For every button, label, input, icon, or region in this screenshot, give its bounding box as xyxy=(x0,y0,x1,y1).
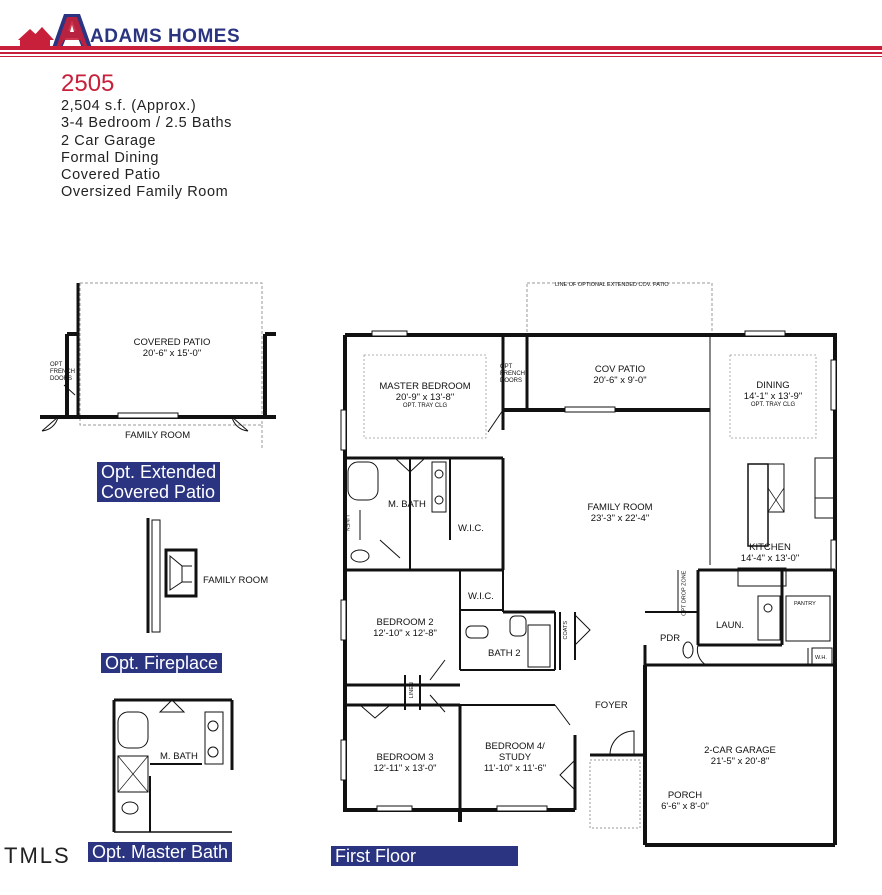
room-dim: 6'-6" x 8'-0" xyxy=(661,801,709,812)
note-line: FRENCH xyxy=(50,369,75,375)
master-bedroom-label: MASTER BEDROOM 20'-9" x 13'-8" OPT. TRAY… xyxy=(372,381,478,410)
family-room-label: FAMILY ROOM 23'-3" x 22'-4" xyxy=(570,502,670,524)
note-line: DOORS xyxy=(500,378,523,384)
porch-label: PORCH 6'-6" x 8'-0" xyxy=(650,790,720,812)
bedroom2-label: BEDROOM 2 12'-10" x 12'-8" xyxy=(360,617,450,639)
linen-master-label: LINEN xyxy=(343,515,350,532)
extended-patio-line-label: LINE OF OPTIONAL EXTENDED COV. PATIO xyxy=(555,282,669,288)
note-line: OPT xyxy=(50,362,63,368)
room-name: FAMILY ROOM xyxy=(587,502,653,513)
room-name: COV PATIO xyxy=(594,364,646,375)
feature-list: 2,504 s.f. (Approx.) 3-4 Bedroom / 2.5 B… xyxy=(61,98,232,202)
room-name: 2-CAR GARAGE xyxy=(704,745,776,756)
bedroom3-label: BEDROOM 3 12'-11" x 13'-0" xyxy=(360,752,450,774)
room-dim: 20'-6" x 9'-0" xyxy=(593,375,647,386)
adams-homes-logo xyxy=(0,14,882,57)
garage-label: 2-CAR GARAGE 21'-5" x 20'-8" xyxy=(700,745,780,767)
opt-french-doors-label: OPT FRENCH DOORS xyxy=(50,362,75,383)
opt-french-doors-floor-label: OPT FRENCH DOORS xyxy=(500,364,525,385)
room-name: BEDROOM 2 xyxy=(376,617,434,628)
banner-line: Covered Patio xyxy=(101,482,216,502)
wic-bed2-label: W.I.C. xyxy=(468,591,494,602)
room-name: BEDROOM 3 xyxy=(376,752,434,763)
feature-item: Formal Dining xyxy=(61,149,160,166)
opt-fireplace-family-room-label: FAMILY ROOM xyxy=(203,575,269,586)
note-line: OPT xyxy=(500,364,513,370)
room-name: MASTER BEDROOM xyxy=(379,381,471,392)
opt-patio-family-room-label: FAMILY ROOM xyxy=(125,430,191,441)
note-line: FRENCH xyxy=(500,371,525,377)
room-dim: 14'-4" x 13'-0" xyxy=(740,553,800,564)
room-dim: 20'-6" x 15'-0" xyxy=(142,348,202,359)
feature-item: 2,504 s.f. (Approx.) xyxy=(61,98,197,114)
feature-item: 2 Car Garage xyxy=(61,132,157,149)
room-name: DINING xyxy=(756,380,790,391)
room-name: COVERED PATIO xyxy=(133,337,211,348)
room-dim: 12'-10" x 12'-8" xyxy=(373,628,437,639)
room-name: KITCHEN xyxy=(749,542,791,553)
opt-covered-patio-label: COVERED PATIO 20'-6" x 15'-0" xyxy=(120,337,224,359)
feature-item: Covered Patio xyxy=(61,167,161,184)
linen-hall-label: LINEN xyxy=(408,682,415,699)
room-name: STUDY xyxy=(498,752,532,763)
master-bath-label: M. BATH xyxy=(388,499,426,510)
cov-patio-label: COV PATIO 20'-6" x 9'-0" xyxy=(570,364,670,386)
opt-fireplace-banner: Opt. Fireplace xyxy=(101,653,223,673)
kitchen-label: KITCHEN 14'-4" x 13'-0" xyxy=(730,542,810,564)
coats-label: COATS xyxy=(563,620,570,640)
room-note: OPT. TRAY CLG xyxy=(750,402,796,408)
feature-item: 3-4 Bedroom / 2.5 Baths xyxy=(61,115,232,132)
first-floor-banner: First Floor xyxy=(331,846,518,866)
wic-master-label: W.I.C. xyxy=(458,523,484,534)
opt-extended-patio-banner: Opt. Extended Covered Patio xyxy=(97,462,221,502)
room-name: BEDROOM 4/ xyxy=(485,741,545,752)
opt-drop-zone-label: OPT DROP ZONE xyxy=(681,570,688,616)
tmls-watermark: TMLS xyxy=(4,843,71,868)
bath2-label: BATH 2 xyxy=(488,648,521,659)
room-dim: 14'-1" x 13'-9" xyxy=(743,391,803,402)
room-name: PORCH xyxy=(667,790,703,801)
model-number: 2505 xyxy=(61,70,115,97)
room-dim: 11'-10" x 11'-6" xyxy=(483,763,547,774)
header: ADAMS HOMES xyxy=(0,0,882,70)
dining-label: DINING 14'-1" x 13'-9" OPT. TRAY CLG xyxy=(728,380,818,409)
bedroom4-label: BEDROOM 4/ STUDY 11'-10" x 11'-6" xyxy=(470,741,560,774)
room-dim: 23'-3" x 22'-4" xyxy=(590,513,650,524)
pdr-label: PDR xyxy=(660,633,681,644)
note-line: DOORS xyxy=(50,376,73,382)
foyer-label: FOYER xyxy=(595,700,628,711)
banner-line: Opt. Extended xyxy=(101,462,217,482)
room-dim: 20'-9" x 13'-8" xyxy=(395,392,455,403)
feature-item: Oversized Family Room xyxy=(61,184,229,201)
pantry-label: PANTRY xyxy=(794,601,816,607)
water-heater-label: W.H. xyxy=(815,655,827,661)
room-dim: 12'-11" x 13'-0" xyxy=(373,763,437,774)
room-note: OPT. TRAY CLG xyxy=(402,403,448,409)
brand-name: ADAMS HOMES xyxy=(90,26,241,47)
opt-master-bath-label: M. BATH xyxy=(160,751,198,762)
opt-master-bath-banner: Opt. Master Bath xyxy=(88,842,233,862)
laun-label: LAUN. xyxy=(716,620,744,631)
room-dim: 21'-5" x 20'-8" xyxy=(710,756,770,767)
